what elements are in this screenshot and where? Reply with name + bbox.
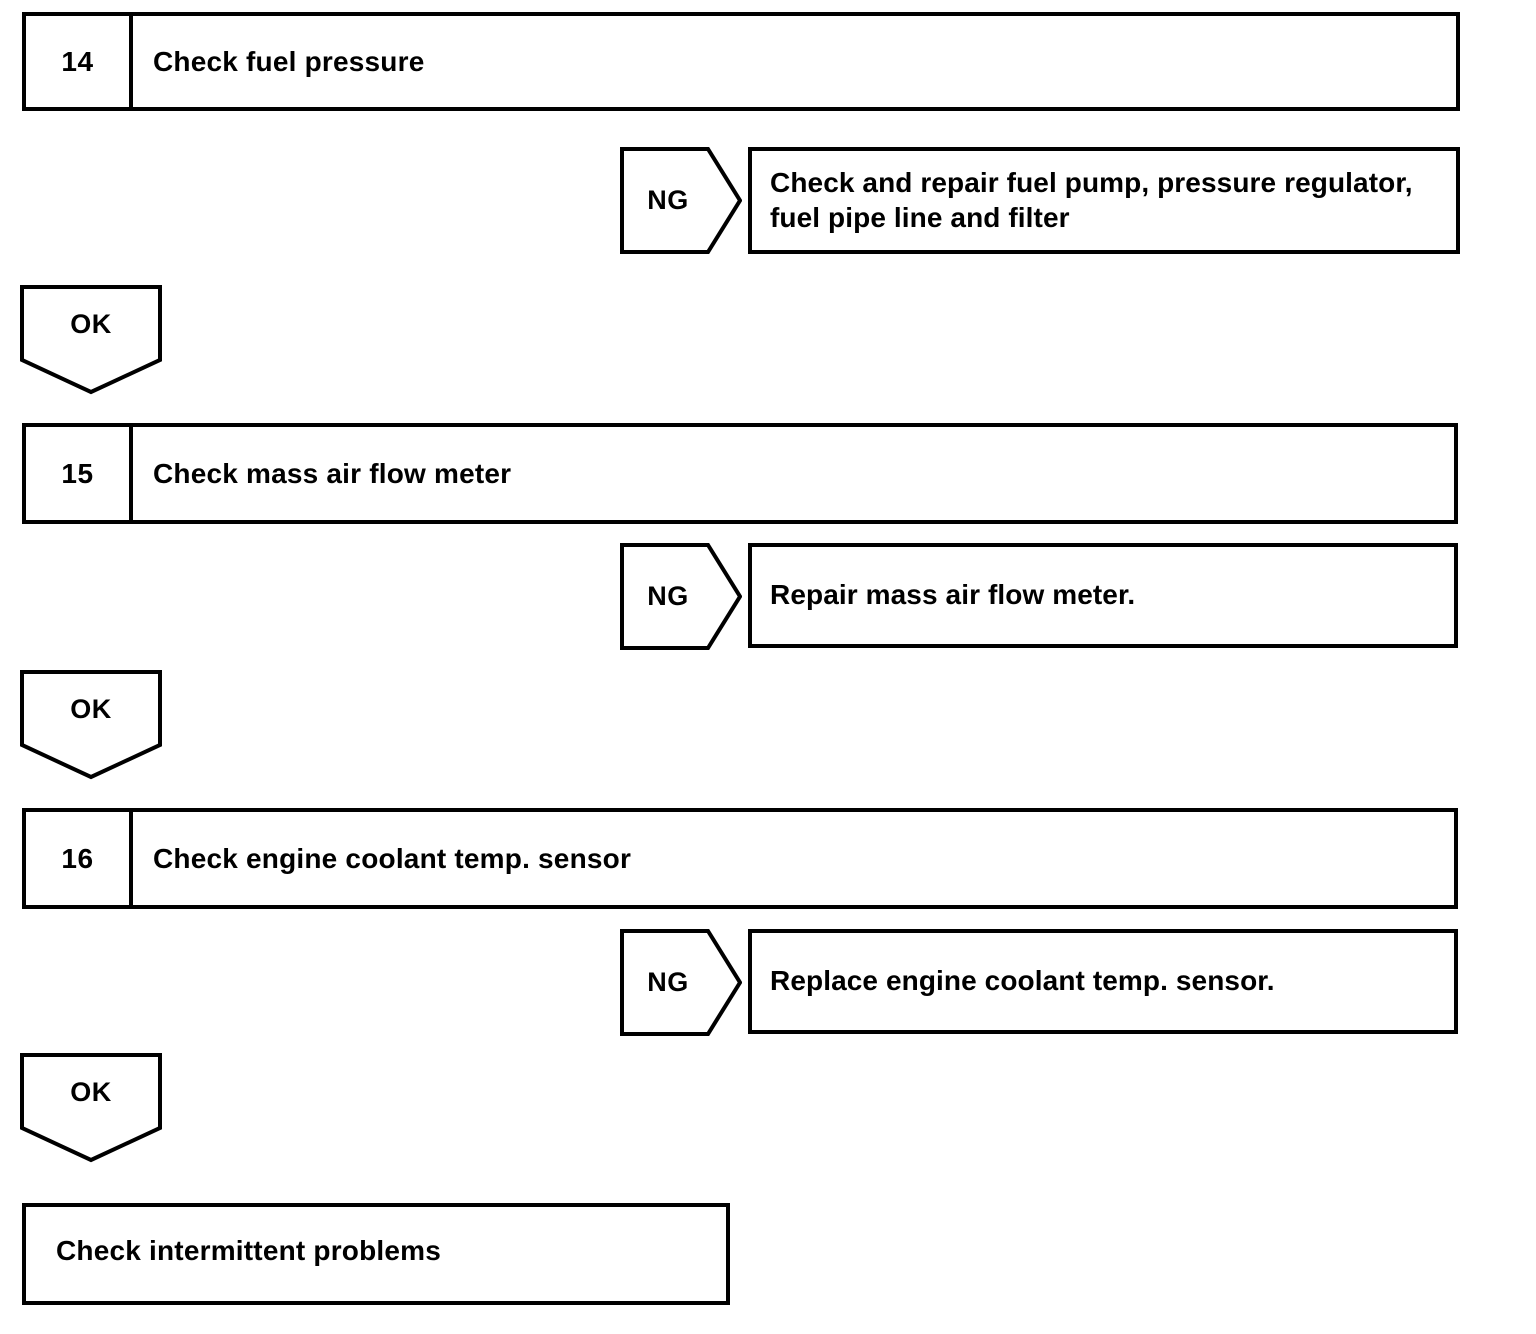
ok-pentagon-icon [20, 670, 162, 780]
ok-tag-14: OK [20, 285, 162, 395]
ok-tag-16: OK [20, 1053, 162, 1163]
step-box-16[interactable]: 16 Check engine coolant temp. sensor [22, 808, 1458, 909]
ok-pentagon-icon [20, 285, 162, 395]
ok-tag-15: OK [20, 670, 162, 780]
ng-result-text-14: Check and repair fuel pump, pressure reg… [770, 167, 1413, 233]
ng-result-box-15[interactable]: Repair mass air flow meter. [748, 543, 1458, 648]
ok-tag-label-16: OK [70, 1076, 112, 1107]
ng-result-text-15: Repair mass air flow meter. [770, 579, 1136, 611]
step-number-16: 16 [26, 812, 133, 905]
ng-pentagon-icon [620, 929, 742, 1036]
ok-tag-label-14: OK [70, 308, 112, 339]
step-box-14[interactable]: 14 Check fuel pressure [22, 12, 1460, 111]
step-label-14: Check fuel pressure [153, 45, 425, 77]
ng-tag-label-16: NG [647, 967, 689, 997]
ng-tag-label-15: NG [647, 581, 689, 611]
step-number-15: 15 [26, 427, 133, 520]
step-label-16: Check engine coolant temp. sensor [153, 842, 632, 874]
ok-pentagon-icon [20, 1053, 162, 1163]
ng-pentagon-icon [620, 147, 742, 254]
ng-tag-label-14: NG [647, 185, 689, 215]
ng-pentagon-icon [620, 543, 742, 650]
step-label-15: Check mass air flow meter [153, 457, 512, 489]
ng-tag-16: NG [620, 929, 742, 1036]
ng-tag-15: NG [620, 543, 742, 650]
final-step-box[interactable]: Check intermittent problems [22, 1203, 730, 1305]
ng-result-box-14[interactable]: Check and repair fuel pump, pressure reg… [748, 147, 1460, 254]
ng-result-text-16: Replace engine coolant temp. sensor. [770, 965, 1275, 997]
ok-tag-label-15: OK [70, 693, 112, 724]
ng-tag-14: NG [620, 147, 742, 254]
ng-result-box-16[interactable]: Replace engine coolant temp. sensor. [748, 929, 1458, 1034]
step-box-15[interactable]: 15 Check mass air flow meter [22, 423, 1458, 524]
step-number-14: 14 [26, 16, 133, 107]
final-step-label: Check intermittent problems [56, 1235, 442, 1266]
